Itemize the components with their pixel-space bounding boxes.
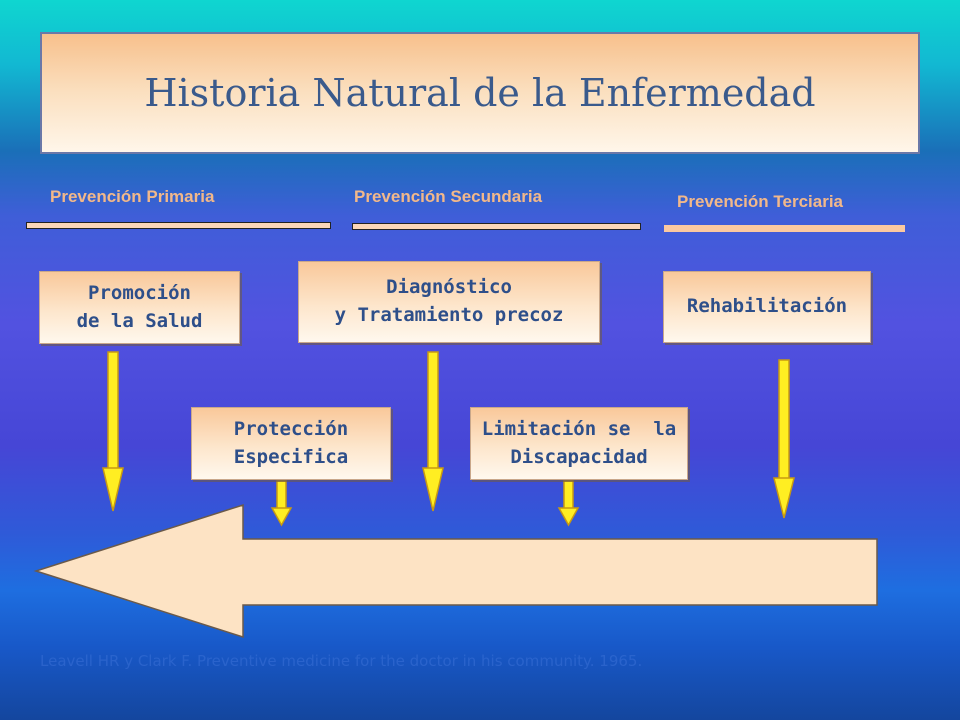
label-prevencion-terciaria: Prevención Terciaria [677, 192, 843, 211]
title-box: Historia Natural de la Enfermedad [40, 32, 920, 154]
box-rehabilitacion: Rehabilitación [663, 271, 871, 343]
box-rehabilitacion-line1: Rehabilitación [686, 295, 848, 318]
box-proteccion-line2: Especifica [233, 445, 349, 468]
box-limitacion-line2: Discapacidad [510, 445, 648, 468]
label-prevencion-secundaria: Prevención Secundaria [354, 187, 543, 206]
down-arrow-limitacion [557, 480, 580, 527]
box-proteccion-line1: Protección [233, 417, 349, 440]
box-proteccion-especifica: Protección Especifica [191, 407, 391, 480]
box-promocion-salud: Promoción de la Salud [39, 271, 240, 344]
slide-title: Historia Natural de la Enfermedad [144, 71, 816, 115]
box-diagnostico-line1: Diagnóstico [386, 276, 512, 299]
box-limitacion-line1: Limitación se la [481, 417, 677, 440]
bar-prevencion-secundaria [352, 223, 641, 230]
down-arrow-promocion [102, 351, 124, 512]
box-promocion-line1: Promoción [88, 281, 191, 304]
down-arrow-diagnostico [422, 351, 444, 512]
down-arrow-proteccion [270, 480, 293, 527]
bar-prevencion-primaria [26, 222, 331, 229]
bar-prevencion-terciaria [664, 225, 905, 232]
down-arrow-rehabilitacion [773, 359, 795, 519]
box-diagnostico-line2: y Tratamiento precoz [334, 304, 564, 326]
box-promocion-line2: de la Salud [76, 309, 203, 332]
box-limitacion-discapacidad: Limitación se la Discapacidad [470, 407, 688, 480]
timeline-arrow [33, 503, 878, 639]
box-diagnostico: Diagnóstico y Tratamiento precoz [298, 261, 600, 343]
citation-text: Leavell HR y Clark F. Preventive medicin… [40, 652, 643, 670]
label-prevencion-primaria: Prevención Primaria [50, 187, 215, 206]
